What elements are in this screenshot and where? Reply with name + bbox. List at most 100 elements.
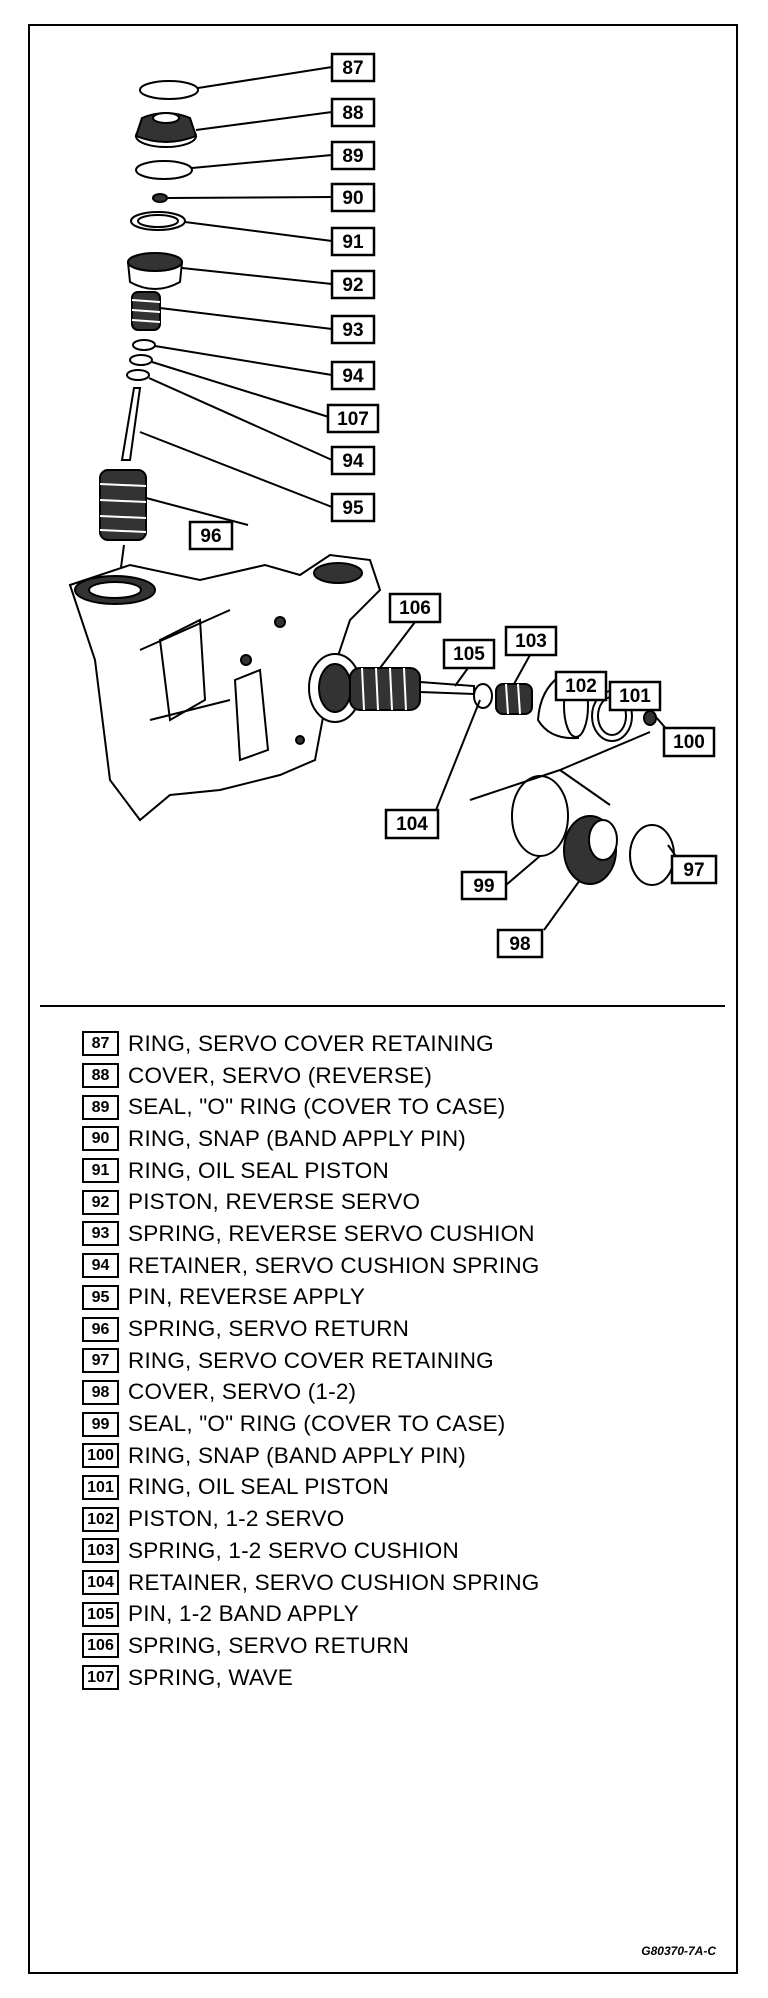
callout-95: 95 [330,492,376,523]
legend-number: 87 [82,1031,119,1057]
snap-ring-100-part [643,710,657,726]
callout-104: 104 [384,808,440,840]
callout-93: 93 [330,314,376,345]
legend-description: RING, SNAP (BAND APPLY PIN) [128,1442,466,1468]
figure-id: G80370-7A-C [641,1944,716,1958]
retainer-94b-part [126,369,150,381]
legend-description: SPRING, REVERSE SERVO CUSHION [128,1220,535,1246]
svg-text:99: 99 [473,876,494,897]
ring-97-part [629,824,675,886]
legend-number: 90 [82,1126,119,1152]
svg-text:97: 97 [683,860,704,881]
callout-100: 100 [662,726,716,758]
legend-row: 106 SPRING, SERVO RETURN [82,1630,722,1662]
legend-description: SEAL, "O" RING (COVER TO CASE) [128,1094,506,1120]
legend-row: 97 RING, SERVO COVER RETAINING [82,1345,722,1377]
legend-number: 107 [82,1665,119,1691]
legend-number: 96 [82,1316,119,1342]
legend-number: 102 [82,1506,119,1532]
legend-description: RING, SERVO COVER RETAINING [128,1347,494,1373]
legend-description: RETAINER, SERVO CUSHION SPRING [128,1252,540,1278]
svg-text:103: 103 [515,631,547,652]
legend-description: COVER, SERVO (1-2) [128,1379,357,1405]
legend-row: 96 SPRING, SERVO RETURN [82,1313,722,1345]
legend-description: RING, SERVO COVER RETAINING [128,1030,494,1056]
piston-92-part [126,252,184,290]
callout-99: 99 [460,870,508,901]
pin-105-part [419,680,475,696]
legend-number: 100 [82,1443,119,1469]
svg-text:87: 87 [342,58,363,79]
snap-ring-90-part [152,193,168,203]
legend-description: SPRING, SERVO RETURN [128,1632,410,1658]
svg-text:98: 98 [509,934,530,955]
svg-text:90: 90 [342,188,363,209]
legend-number: 103 [82,1538,119,1564]
legend-row: 99 SEAL, "O" RING (COVER TO CASE) [82,1408,722,1440]
svg-text:106: 106 [399,598,431,619]
legend-row: 103 SPRING, 1-2 SERVO CUSHION [82,1535,722,1567]
legend-number: 93 [82,1221,119,1247]
legend-row: 87 RING, SERVO COVER RETAINING [82,1028,722,1060]
callout-107: 107 [326,403,380,434]
callout-89: 89 [330,140,376,171]
legend-row: 100 RING, SNAP (BAND APPLY PIN) [82,1440,722,1472]
legend-description: SEAL, "O" RING (COVER TO CASE) [128,1411,506,1437]
wave-spring-107-part [129,354,153,366]
legend-description: RING, OIL SEAL PISTON [128,1157,389,1183]
callout-106: 106 [388,592,442,624]
callout-97: 97 [670,854,718,885]
legend-number: 106 [82,1633,119,1659]
svg-text:93: 93 [342,320,363,341]
legend-description: RING, SNAP (BAND APPLY PIN) [128,1125,466,1151]
legend-number: 97 [82,1348,119,1374]
svg-text:91: 91 [342,232,364,253]
callout-94b: 94 [330,445,376,476]
svg-text:105: 105 [453,644,485,665]
legend-number: 98 [82,1379,119,1405]
retainer-94-part [132,339,156,351]
legend-number: 91 [82,1158,119,1184]
callout-90: 90 [330,182,376,213]
transmission-case-part [68,553,382,822]
callout-88: 88 [330,97,376,128]
legend-row: 104 RETAINER, SERVO CUSHION SPRING [82,1567,722,1599]
legend-row: 90 RING, SNAP (BAND APPLY PIN) [82,1123,722,1155]
svg-text:94: 94 [342,366,364,387]
legend-description: PIN, REVERSE APPLY [128,1284,366,1310]
svg-text:101: 101 [619,686,651,707]
callout-101: 101 [608,680,662,712]
callout-87: 87 [330,52,376,83]
callout-91: 91 [330,226,376,257]
figure-frame [28,24,738,1974]
legend-number: 101 [82,1474,119,1500]
seal-89-part [135,160,193,180]
cover-98-part [563,815,618,885]
legend-description: PIN, 1-2 BAND APPLY [128,1601,359,1627]
spring-96-part [99,469,147,541]
legend-number: 99 [82,1411,119,1437]
svg-text:100: 100 [673,732,705,753]
svg-text:92: 92 [342,275,363,296]
legend-number: 95 [82,1284,119,1310]
legend-description: RETAINER, SERVO CUSHION SPRING [128,1569,540,1595]
legend-number: 104 [82,1570,119,1596]
callout-98: 98 [496,928,544,959]
svg-text:104: 104 [396,814,428,835]
callout-94: 94 [330,360,376,391]
legend-description: SPRING, SERVO RETURN [128,1316,410,1342]
svg-text:89: 89 [342,146,363,167]
spring-103-part [495,683,533,715]
spring-106-part [349,667,421,711]
legend-description: SPRING, 1-2 SERVO CUSHION [128,1537,459,1563]
legend-number: 92 [82,1189,119,1215]
pin-95-part [120,387,142,461]
svg-text:107: 107 [337,409,369,430]
